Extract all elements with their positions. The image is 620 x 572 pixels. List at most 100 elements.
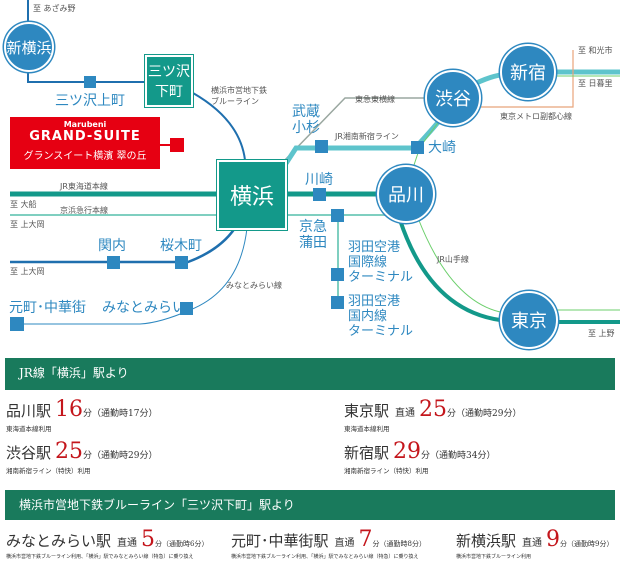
route-minutes: 29 <box>393 439 422 464</box>
dest-azamino: 至 あざみ野 <box>33 4 76 13</box>
blue-line-name-2: ブルーライン <box>211 97 259 106</box>
station-marker-keikyu-kamata[interactable] <box>331 209 344 222</box>
station-shibuya[interactable]: 渋谷 <box>425 70 481 126</box>
label-minatomirai: みなとみらい <box>102 300 186 316</box>
label-keikyu: 京浜急行本線 <box>60 206 108 215</box>
yamanote-line-thin <box>412 75 620 313</box>
property-logo: Marubeni GRAND-SUITE グランスイート横濱 翠の丘 <box>10 117 160 169</box>
section-header-blue-line: 横浜市営地下鉄ブルーライン「三ツ沢下町」駅より <box>5 490 615 520</box>
label-tokyu-line: 東急東横線 <box>355 95 395 104</box>
route-direct: 直通 <box>117 538 138 549</box>
route-minutes: 7 <box>358 527 373 552</box>
station-shinjuku[interactable]: 新宿 <box>500 44 556 100</box>
dest-kamiooka-2: 至 上大岡 <box>10 267 45 276</box>
blue-line-mitsuzawa-yokohama <box>192 92 246 161</box>
station-yokohama[interactable]: 横浜 <box>217 160 287 230</box>
keikyu-kamata-1: 京急 <box>299 219 327 235</box>
brand-company: Marubeni <box>63 120 107 129</box>
label-kawasaki: 川崎 <box>305 172 333 188</box>
route-note: 東海道本線利用 <box>344 425 390 433</box>
section-header-jr: JR線「横浜」駅より <box>5 358 615 390</box>
route-rush: 分（通勤時8分） <box>372 540 426 548</box>
haneda-dom-2: 国内線 <box>348 309 388 324</box>
label-shonan-line: JR湘南新宿ライン <box>335 132 399 141</box>
label-keikyu-kamata: 京急 蒲田 <box>299 219 327 251</box>
station-marker-kannai[interactable] <box>107 256 120 269</box>
route-rush: 分（通勤時29分） <box>447 409 522 419</box>
station-marker-sakuragicho[interactable] <box>175 256 188 269</box>
yamanote-line-thick <box>398 219 620 324</box>
blue-line-south <box>10 227 237 264</box>
label-osaki: 大崎 <box>428 140 456 156</box>
label-mitsuzawa-2: 下町 <box>155 84 183 100</box>
station-marker-minatomirai[interactable] <box>180 302 193 315</box>
label-haneda-intl: 羽田空港 国際線 ターミナル <box>348 240 413 285</box>
route-station: 新横浜駅 <box>456 532 517 550</box>
label-haneda-dom: 羽田空港 国内線 ターミナル <box>348 294 413 339</box>
route-note: 東海道本線利用 <box>6 425 52 433</box>
route-rush: 分（通勤時34分） <box>421 451 496 461</box>
route-minutes: 25 <box>419 397 448 422</box>
route-rush: 分（通勤時29分） <box>83 451 158 461</box>
route-direct: 直通 <box>395 408 416 419</box>
station-marker-osaki[interactable] <box>411 141 424 154</box>
station-marker-haneda-dom[interactable] <box>331 296 344 309</box>
musashikosugi-1: 武蔵 <box>292 104 320 120</box>
station-tokyo[interactable]: 東京 <box>500 291 558 349</box>
keikyu-kamata-2: 蒲田 <box>299 235 327 251</box>
dest-wakoshi: 至 和光市 <box>578 46 613 55</box>
label-musashikosugi: 武蔵 小杉 <box>292 104 320 136</box>
route-direct: 直通 <box>522 538 543 549</box>
dest-kamiooka-1: 至 上大岡 <box>10 220 45 229</box>
route-minutes: 16 <box>55 397 84 422</box>
route-rush: 分（通勤時6分） <box>155 540 209 548</box>
station-marker-musashikosugi[interactable] <box>315 140 328 153</box>
route-rush: 分（通勤時17分） <box>83 409 158 419</box>
haneda-intl-2: 国際線 <box>348 255 388 270</box>
route-note: 横浜市営地下鉄ブルーライン利用、「横浜」駅でみなとみらい線（特急）に乗り換え <box>6 554 194 560</box>
haneda-intl-3: ターミナル <box>348 270 414 285</box>
station-marker-kawasaki[interactable] <box>313 188 326 201</box>
station-shin-yokohama[interactable]: 新横浜 <box>4 22 54 72</box>
dest-nippori: 至 日暮里 <box>578 79 613 88</box>
label-motomachi: 元町･中華街 <box>9 300 86 316</box>
fukutoshin-line <box>478 50 574 108</box>
route-station: 渋谷駅 <box>6 444 52 462</box>
label-mitsuzawa-kamicho: 三ツ沢上町 <box>55 93 125 109</box>
haneda-dom-1: 羽田空港 <box>348 294 401 309</box>
route-minutes: 9 <box>546 527 561 552</box>
route-station: 東京駅 <box>344 402 390 420</box>
station-mitsuzawa-shimocho[interactable]: 三ツ沢 下町 <box>145 55 193 107</box>
musashikosugi-2: 小杉 <box>292 120 320 136</box>
station-marker-mitsuzawa-kamicho[interactable] <box>84 76 96 88</box>
station-marker-motomachi[interactable] <box>10 317 24 331</box>
label-fukutoshin: 東京メトロ副都心線 <box>500 112 572 121</box>
station-marker-haneda-intl[interactable] <box>331 268 344 281</box>
dest-ueno: 至 上野 <box>588 329 615 338</box>
haneda-dom-3: ターミナル <box>348 324 414 339</box>
label-blue-line: 横浜市営地下鉄 ブルーライン <box>211 85 267 107</box>
label-kannai: 関内 <box>98 238 126 254</box>
label-sakuragicho: 桜木町 <box>160 238 202 254</box>
route-minutes: 5 <box>141 527 156 552</box>
route-minutes: 25 <box>55 439 84 464</box>
label-mitsuzawa-1: 三ツ沢 <box>148 64 190 80</box>
dest-ofuna: 至 大船 <box>10 200 37 209</box>
route-direct: 直通 <box>334 538 355 549</box>
label-yamanote: JR山手線 <box>437 255 469 264</box>
label-minatomirai-line: みなとみらい線 <box>226 281 282 290</box>
route-note: 湘南新宿ライン（特快）利用 <box>6 467 91 475</box>
station-shinagawa[interactable]: 品川 <box>377 165 435 223</box>
property-name: グランスイート横濱 翠の丘 <box>23 151 147 162</box>
blue-line-north <box>27 70 150 83</box>
route-station: みなとみらい駅 <box>6 532 112 550</box>
brand-name: GRAND-SUITE <box>29 129 141 144</box>
route-note: 横浜市営地下鉄ブルーライン利用 <box>456 554 532 560</box>
label-tokaido: JR東海道本線 <box>60 182 108 191</box>
tokyu-line <box>282 97 430 163</box>
